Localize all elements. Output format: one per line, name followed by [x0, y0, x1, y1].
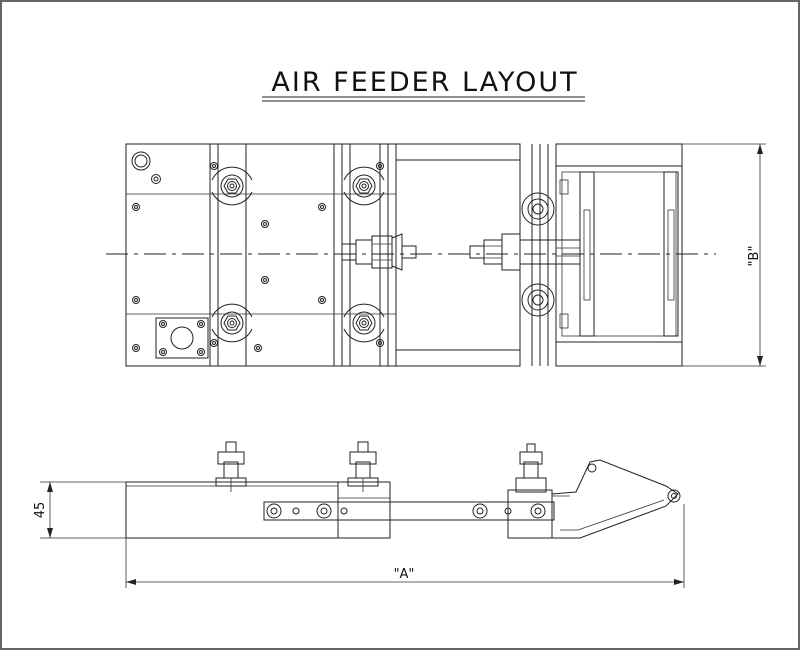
side-view	[40, 441, 685, 588]
dimension-b-label: "B"	[747, 246, 762, 267]
top-view	[106, 143, 766, 367]
dimension-a-label: "A"	[394, 567, 415, 582]
drawing-title: AIR FEEDER LAYOUT	[271, 67, 578, 98]
dimension-height-label: 45	[33, 502, 48, 519]
